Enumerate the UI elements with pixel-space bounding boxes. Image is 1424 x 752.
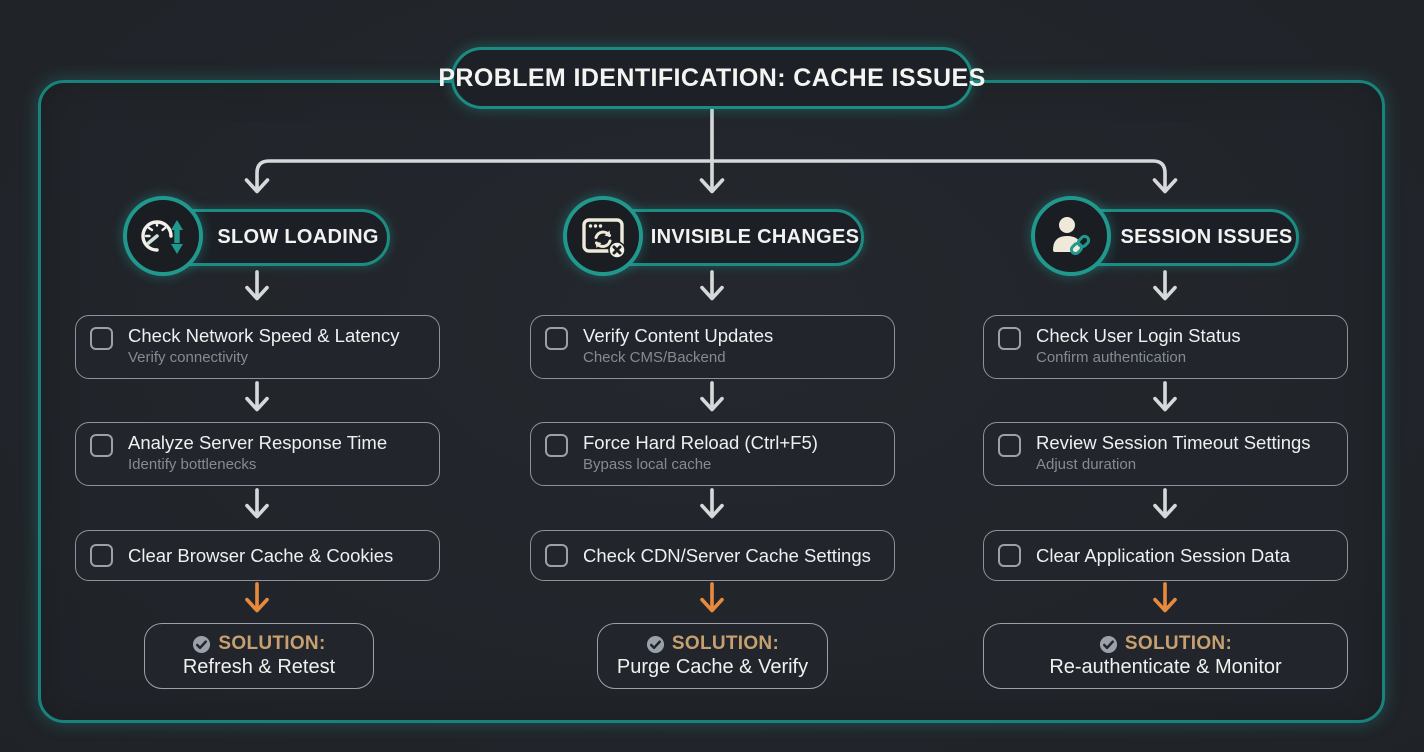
step-label: Force Hard Reload (Ctrl+F5) bbox=[583, 432, 818, 453]
solution-text: Purge Cache & Verify bbox=[616, 656, 809, 678]
step-label: Analyze Server Response Time bbox=[128, 432, 388, 453]
slow-loading-icon-badge bbox=[123, 196, 203, 276]
step-checkbox[interactable] bbox=[545, 434, 568, 457]
user-link-icon bbox=[1053, 217, 1091, 256]
arrow-down-icon bbox=[700, 270, 724, 301]
arrow-down-icon bbox=[700, 381, 724, 412]
browser-refresh-error-icon bbox=[582, 218, 626, 259]
step-sublabel: Adjust duration bbox=[1036, 456, 1137, 474]
column-header-label: SESSION ISSUES bbox=[1120, 226, 1293, 248]
step-label: Clear Browser Cache & Cookies bbox=[128, 544, 394, 566]
step-sublabel: Verify connectivity bbox=[128, 349, 249, 367]
step-item: Analyze Server Response Time Identify bo… bbox=[75, 422, 440, 486]
page-title: PROBLEM IDENTIFICATION: CACHE ISSUES bbox=[438, 47, 985, 109]
step-checkbox[interactable] bbox=[998, 544, 1021, 567]
step-item: Check User Login Status Confirm authenti… bbox=[983, 315, 1348, 379]
step-label: Check Network Speed & Latency bbox=[128, 325, 400, 346]
step-item: Clear Browser Cache & Cookies bbox=[75, 530, 440, 581]
step-label: Verify Content Updates bbox=[583, 325, 774, 346]
step-item: Clear Application Session Data bbox=[983, 530, 1348, 581]
page-title-label: PROBLEM IDENTIFICATION: CACHE ISSUES bbox=[438, 63, 986, 92]
column-header-label: INVISIBLE CHANGES bbox=[650, 226, 860, 248]
step-checkbox[interactable] bbox=[545, 327, 568, 350]
arrow-down-icon bbox=[1153, 381, 1177, 412]
step-label: Check User Login Status bbox=[1036, 325, 1241, 346]
check-circle-icon bbox=[646, 635, 664, 653]
speedometer-icon bbox=[141, 220, 183, 254]
arrow-down-icon bbox=[700, 488, 724, 519]
step-item: Check CDN/Server Cache Settings bbox=[530, 530, 895, 581]
step-sublabel: Identify bottlenecks bbox=[128, 456, 257, 474]
column-header-label: SLOW LOADING bbox=[217, 226, 379, 248]
step-item: Check Network Speed & Latency Verify con… bbox=[75, 315, 440, 379]
solution-arrow-icon bbox=[1153, 582, 1177, 613]
arrow-down-icon bbox=[1153, 488, 1177, 519]
check-circle-icon bbox=[193, 635, 211, 653]
column-header-invisible-changes: INVISIBLE CHANGES bbox=[600, 209, 864, 266]
invisible-changes-icon-badge bbox=[563, 196, 643, 276]
solution-text: Refresh & Retest bbox=[182, 656, 336, 678]
step-checkbox[interactable] bbox=[90, 327, 113, 350]
step-checkbox[interactable] bbox=[998, 434, 1021, 457]
step-sublabel: Check CMS/Backend bbox=[583, 349, 726, 367]
arrow-down-icon bbox=[245, 488, 269, 519]
step-item: Verify Content Updates Check CMS/Backend bbox=[530, 315, 895, 379]
solution-arrow-icon bbox=[245, 582, 269, 613]
check-circle-icon bbox=[1099, 635, 1117, 653]
step-checkbox[interactable] bbox=[90, 434, 113, 457]
solution-prefix: SOLUTION: bbox=[1124, 633, 1233, 654]
step-sublabel: Bypass local cache bbox=[583, 456, 712, 474]
arrow-down-icon bbox=[1153, 270, 1177, 301]
solution-box: SOLUTION: Refresh & Retest bbox=[144, 623, 374, 689]
step-label: Review Session Timeout Settings bbox=[1036, 432, 1311, 453]
solution-box: SOLUTION: Purge Cache & Verify bbox=[597, 623, 828, 689]
step-checkbox[interactable] bbox=[545, 544, 568, 567]
solution-prefix: SOLUTION: bbox=[218, 633, 326, 654]
step-sublabel: Confirm authentication bbox=[1036, 349, 1187, 367]
step-item: Review Session Timeout Settings Adjust d… bbox=[983, 422, 1348, 486]
step-checkbox[interactable] bbox=[90, 544, 113, 567]
step-item: Force Hard Reload (Ctrl+F5) Bypass local… bbox=[530, 422, 895, 486]
step-checkbox[interactable] bbox=[998, 327, 1021, 350]
solution-text: Re-authenticate & Monitor bbox=[1049, 656, 1282, 678]
step-label: Check CDN/Server Cache Settings bbox=[583, 544, 871, 566]
step-label: Clear Application Session Data bbox=[1036, 544, 1291, 566]
solution-box: SOLUTION: Re-authenticate & Monitor bbox=[983, 623, 1348, 689]
solution-prefix: SOLUTION: bbox=[671, 633, 780, 654]
solution-arrow-icon bbox=[700, 582, 724, 613]
session-issues-icon-badge bbox=[1031, 196, 1111, 276]
arrow-down-icon bbox=[245, 270, 269, 301]
arrow-down-icon bbox=[245, 381, 269, 412]
